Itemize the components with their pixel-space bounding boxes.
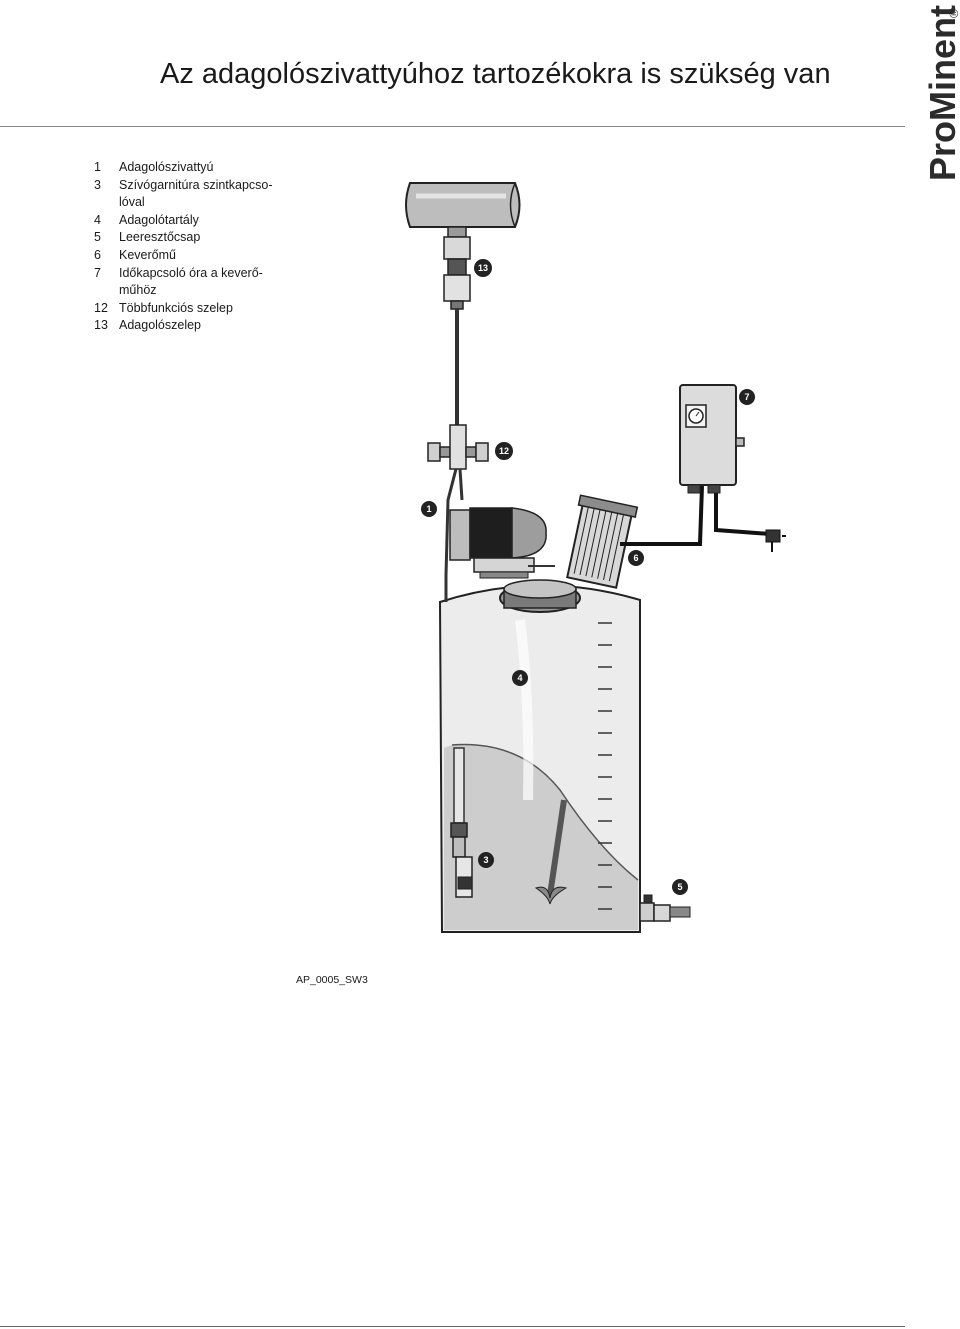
legend-number: 12 bbox=[94, 300, 108, 315]
callout-13: 13 bbox=[474, 259, 492, 277]
legend-item: 6 Keverőmű bbox=[94, 247, 294, 265]
dosing-pump bbox=[449, 507, 555, 579]
mixer-motor bbox=[534, 494, 639, 905]
legend-item: 12 Többfunkciós szelep bbox=[94, 300, 294, 318]
callout-5: 5 bbox=[672, 879, 688, 895]
callout-6: 6 bbox=[628, 550, 644, 566]
suction-assembly bbox=[444, 575, 473, 898]
callout-12-label: 12 bbox=[499, 446, 509, 456]
legend-number: 1 bbox=[94, 160, 101, 174]
dosing-station-diagram: 1 3 4 5 6 7 12 13 bbox=[405, 182, 786, 933]
callout-6-label: 6 bbox=[633, 553, 638, 563]
legend-item: 7 Időkapcsoló óra a keverő-műhöz bbox=[94, 265, 294, 300]
callout-3: 3 bbox=[478, 852, 494, 868]
footer-divider bbox=[0, 1326, 905, 1327]
legend-label: Adagolószelep bbox=[119, 318, 202, 333]
legend-item: 3 Szívógarnitúra szintkapcso-lóval bbox=[94, 177, 294, 212]
legend-label: Keverőmű bbox=[119, 247, 176, 262]
power-cable bbox=[714, 486, 771, 536]
callout-1-label: 1 bbox=[426, 504, 431, 514]
callout-13-label: 13 bbox=[478, 263, 488, 273]
prominent-logo: ProMinent ® bbox=[922, 5, 960, 181]
drain-valve bbox=[639, 894, 691, 922]
legend-label: Többfunkciós szelep bbox=[119, 300, 233, 315]
legend-number: 3 bbox=[94, 177, 101, 192]
legend-number: 7 bbox=[94, 265, 101, 280]
legend-item: 13 Adagolószelep bbox=[94, 317, 294, 335]
pipe-segment bbox=[405, 182, 521, 228]
callout-4: 4 bbox=[512, 670, 528, 686]
multifunction-valve bbox=[427, 424, 489, 576]
logo-wordmark: ProMinent bbox=[922, 5, 960, 181]
logo-registered-mark: ® bbox=[947, 9, 960, 18]
legend-item: 5 Leeresztőcsap bbox=[94, 229, 294, 247]
callout-1: 1 bbox=[421, 501, 437, 517]
legend-item: 4 Adagolótartály bbox=[94, 212, 294, 230]
callout-5-label: 5 bbox=[677, 882, 682, 892]
level-marks bbox=[598, 622, 612, 910]
legend-label: Időkapcsoló óra a keverő-műhöz bbox=[119, 265, 263, 298]
legend-number: 4 bbox=[94, 212, 101, 227]
callout-7: 7 bbox=[739, 389, 755, 405]
dosing-valve bbox=[443, 226, 471, 310]
parts-legend: 1 Adagolószivattyú 3 Szívógarnitúra szin… bbox=[94, 159, 294, 335]
legend-number: 5 bbox=[94, 230, 101, 245]
mixer-cable bbox=[620, 485, 704, 546]
callout-4-label: 4 bbox=[517, 673, 522, 683]
callout-3-label: 3 bbox=[483, 855, 488, 865]
power-plug bbox=[765, 529, 786, 552]
callout-12: 12 bbox=[495, 442, 513, 460]
storage-tank bbox=[438, 579, 641, 933]
callout-7-label: 7 bbox=[744, 392, 749, 402]
title-divider bbox=[0, 126, 905, 127]
page-title: Az adagolószivattyúhoz tartozékokra is s… bbox=[160, 58, 831, 90]
legend-item: 1 Adagolószivattyú bbox=[94, 159, 294, 177]
legend-label: Adagolószivattyú bbox=[119, 160, 214, 174]
figure-caption: AP_0005_SW3 bbox=[296, 974, 368, 986]
timer-switch bbox=[679, 384, 745, 494]
legend-number: 13 bbox=[94, 318, 108, 333]
legend-label: Szívógarnitúra szintkapcso-lóval bbox=[119, 177, 273, 210]
legend-label: Adagolótartály bbox=[119, 212, 199, 227]
legend-label: Leeresztőcsap bbox=[119, 230, 201, 245]
legend-number: 6 bbox=[94, 247, 101, 262]
